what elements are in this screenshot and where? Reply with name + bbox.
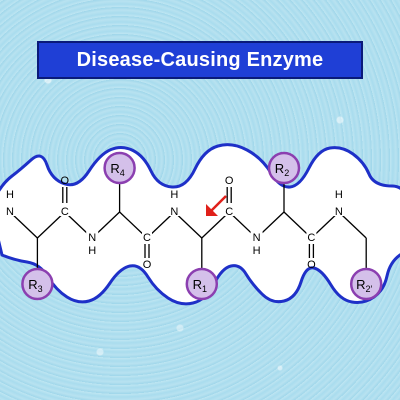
hydrogen-atom: H <box>335 189 343 201</box>
nitrogen-atom: N <box>253 232 261 244</box>
side-chain-bottom: R3 <box>21 267 54 301</box>
atom-backdrop <box>4 204 16 216</box>
nitrogen-atom: N <box>88 232 96 244</box>
title-banner: Disease-Causing Enzyme <box>37 41 363 79</box>
backbone-bond <box>201 211 230 239</box>
side-chain-bottom: R2′ <box>349 267 383 301</box>
backbone-bond <box>36 211 66 239</box>
side-chain-subscript: 4 <box>120 168 125 178</box>
nitrogen-atom: N <box>6 206 14 218</box>
hydrogen-atom: H <box>88 245 96 257</box>
side-chain-circle <box>267 151 301 185</box>
carbonyl-carbon-atom: C <box>307 232 315 244</box>
side-chain-circle <box>103 151 136 185</box>
atom-backdrop <box>168 204 181 216</box>
side-chain-subscript: 2′ <box>366 284 373 294</box>
atom-backdrop <box>306 230 317 242</box>
atom-backdrop <box>332 204 345 216</box>
cleavage-arrow-shaft <box>209 195 227 213</box>
oxygen-atom: O <box>225 175 234 187</box>
peptide-backbone-region <box>0 143 400 306</box>
hydrogen-atom: H <box>170 189 178 201</box>
atom-backdrop <box>224 204 235 216</box>
side-chain-top: R2 <box>267 151 301 185</box>
side-chain-top: R4 <box>103 151 136 185</box>
hydrogen-atom: H <box>253 245 261 257</box>
side-chain-subscript: 1 <box>202 284 207 294</box>
side-chain-circle <box>21 267 54 301</box>
carbonyl-carbon-atom: C <box>225 206 233 218</box>
oxygen-atom: O <box>307 259 316 271</box>
diagram-title: Disease-Causing Enzyme <box>76 48 324 71</box>
atom-backdrop <box>250 230 263 242</box>
hydrogen-atom: H <box>6 189 14 201</box>
cleavage-arrow-head-icon <box>206 204 218 216</box>
oxygen-atom: O <box>61 175 70 187</box>
side-chain-subscript: 2 <box>284 168 289 178</box>
backbone-bond <box>9 211 38 239</box>
carbonyl-carbon-atom: C <box>61 206 69 218</box>
side-chain-subscript: 3 <box>38 284 43 294</box>
backbone-bond <box>338 211 367 239</box>
atom-backdrop <box>59 204 70 216</box>
nitrogen-atom: N <box>170 206 178 218</box>
side-chain-bottom: R1 <box>185 267 219 301</box>
atom-backdrop <box>142 230 152 242</box>
nitrogen-atom: N <box>335 206 343 218</box>
side-chain-circle <box>349 267 383 301</box>
side-chain-circle <box>185 267 219 301</box>
oxygen-atom: O <box>143 259 152 271</box>
atom-backdrop <box>86 230 99 242</box>
backbone-bond <box>173 211 203 239</box>
carbonyl-carbon-atom: C <box>143 232 151 244</box>
